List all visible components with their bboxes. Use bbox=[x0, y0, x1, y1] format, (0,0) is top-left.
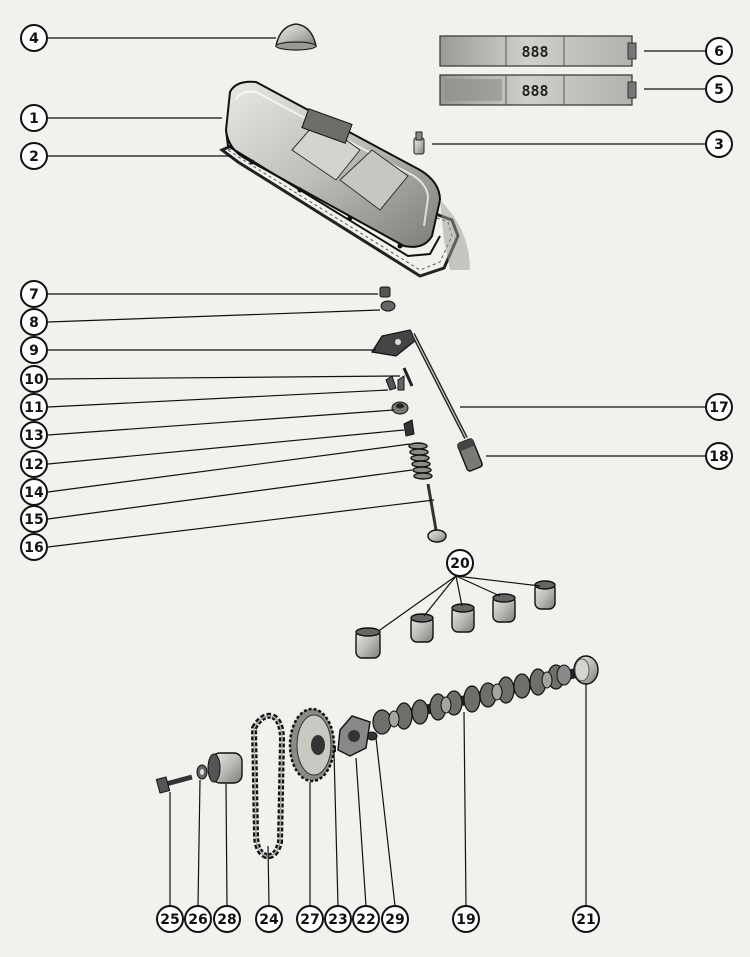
washer bbox=[196, 764, 208, 780]
callout-16-label: 16 bbox=[24, 540, 43, 556]
callout-5: 5 bbox=[705, 75, 733, 103]
callout-17: 17 bbox=[705, 393, 733, 421]
callout-13: 13 bbox=[20, 421, 48, 449]
callout-6: 6 bbox=[705, 37, 733, 65]
part-cap bbox=[275, 23, 317, 51]
callout-15-label: 15 bbox=[24, 512, 43, 528]
callout-12-label: 12 bbox=[24, 457, 43, 473]
decal-upper-text: 888 bbox=[521, 43, 548, 61]
callout-15: 15 bbox=[20, 505, 48, 533]
callout-21: 21 bbox=[572, 905, 600, 933]
callout-29: 29 bbox=[381, 905, 409, 933]
callout-18-label: 18 bbox=[709, 449, 728, 465]
callout-4: 4 bbox=[20, 24, 48, 52]
callout-11-label: 11 bbox=[24, 400, 43, 416]
callout-25: 25 bbox=[156, 905, 184, 933]
callout-7: 7 bbox=[20, 280, 48, 308]
callout-9-label: 9 bbox=[29, 343, 39, 359]
callout-2-label: 2 bbox=[29, 149, 39, 165]
cam-bearings bbox=[355, 580, 556, 659]
callout-8: 8 bbox=[20, 308, 48, 336]
callout-9: 9 bbox=[20, 336, 48, 364]
callout-4-label: 4 bbox=[29, 31, 39, 47]
callout-13-label: 13 bbox=[24, 428, 43, 444]
callout-1: 1 bbox=[20, 104, 48, 132]
part-plug bbox=[573, 655, 599, 685]
callout-25-label: 25 bbox=[160, 912, 179, 928]
valve-train bbox=[371, 286, 483, 543]
callout-10: 10 bbox=[20, 365, 48, 393]
callout-7-label: 7 bbox=[29, 287, 39, 303]
part-fitting bbox=[413, 131, 425, 155]
callout-11: 11 bbox=[20, 393, 48, 421]
callout-10-label: 10 bbox=[24, 372, 44, 388]
cam-front-parts bbox=[330, 715, 378, 757]
callout-24-label: 24 bbox=[259, 912, 279, 928]
decal-lower-text: 888 bbox=[521, 82, 548, 100]
callout-5-label: 5 bbox=[714, 82, 724, 98]
camshaft bbox=[372, 664, 582, 735]
callout-18: 18 bbox=[705, 442, 733, 470]
callout-21-label: 21 bbox=[576, 912, 595, 928]
callout-16: 16 bbox=[20, 533, 48, 561]
callout-1-label: 1 bbox=[29, 111, 39, 127]
callout-24: 24 bbox=[255, 905, 283, 933]
callout-20-label: 20 bbox=[450, 556, 470, 572]
leader-lines bbox=[47, 37, 706, 907]
decal-upper: 888 bbox=[439, 35, 637, 67]
callout-6-label: 6 bbox=[714, 44, 724, 60]
callout-29-label: 29 bbox=[385, 912, 404, 928]
callout-17-label: 17 bbox=[709, 400, 728, 416]
callout-26: 26 bbox=[184, 905, 212, 933]
callout-19-label: 19 bbox=[456, 912, 475, 928]
timing-chain bbox=[250, 712, 286, 860]
cam-sprocket bbox=[288, 707, 336, 783]
callouts: 4 1 2 7 8 9 10 11 13 12 14 15 16 6 5 3 1… bbox=[20, 24, 733, 933]
callout-23: 23 bbox=[324, 905, 352, 933]
callout-14: 14 bbox=[20, 478, 48, 506]
callout-28: 28 bbox=[213, 905, 241, 933]
callout-28-label: 28 bbox=[217, 912, 236, 928]
callout-12: 12 bbox=[20, 450, 48, 478]
callout-27-label: 27 bbox=[300, 912, 319, 928]
callout-3-label: 3 bbox=[714, 137, 724, 153]
eccentric bbox=[207, 752, 243, 784]
callout-22: 22 bbox=[352, 905, 380, 933]
valve-cover bbox=[219, 80, 470, 278]
callout-22-label: 22 bbox=[356, 912, 375, 928]
callout-19: 19 bbox=[452, 905, 480, 933]
callout-26-label: 26 bbox=[188, 912, 207, 928]
callout-23-label: 23 bbox=[328, 912, 347, 928]
callout-20: 20 bbox=[446, 549, 474, 577]
callout-2: 2 bbox=[20, 142, 48, 170]
callout-3: 3 bbox=[705, 130, 733, 158]
callout-27: 27 bbox=[296, 905, 324, 933]
decal-lower: 888 bbox=[439, 74, 637, 106]
callout-14-label: 14 bbox=[24, 485, 44, 501]
bolt bbox=[155, 774, 193, 794]
callout-8-label: 8 bbox=[29, 315, 39, 331]
